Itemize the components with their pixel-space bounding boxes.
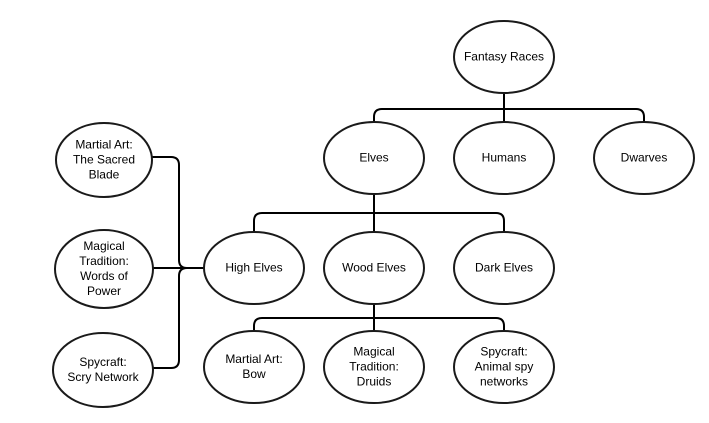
edge-wood-elves--spycraft-animal-spy-networks: [373, 304, 505, 331]
node-ellipse-elves: [323, 121, 425, 195]
edge-elves--high-elves: [253, 194, 375, 232]
node-ellipse-wood-elves: [323, 231, 425, 305]
node-ellipse-spycraft-scry-network: [52, 332, 154, 408]
edge-fantasy-races--dwarves: [503, 93, 645, 122]
node-ellipse-dark-elves: [453, 231, 555, 305]
node-ellipse-spycraft-animal-spy-networks: [453, 330, 555, 404]
node-ellipse-humans: [453, 121, 555, 195]
edge-martial-art-sacred-blade--high-elves: [152, 156, 204, 269]
node-ellipse-martial-art-bow: [203, 330, 305, 404]
node-ellipse-fantasy-races: [453, 20, 555, 94]
node-ellipse-martial-art-sacred-blade: [55, 122, 153, 198]
node-ellipse-magical-tradition-druids: [323, 330, 425, 404]
edge-elves--dark-elves: [373, 194, 505, 232]
edge-fantasy-races--elves: [373, 93, 505, 122]
edge-wood-elves--martial-art-bow: [253, 304, 375, 331]
node-ellipse-dwarves: [593, 121, 695, 195]
edge-spycraft-scry-network--high-elves: [153, 267, 204, 369]
node-ellipse-high-elves: [203, 231, 305, 305]
node-ellipse-magical-tradition-words-of-power: [54, 229, 154, 309]
